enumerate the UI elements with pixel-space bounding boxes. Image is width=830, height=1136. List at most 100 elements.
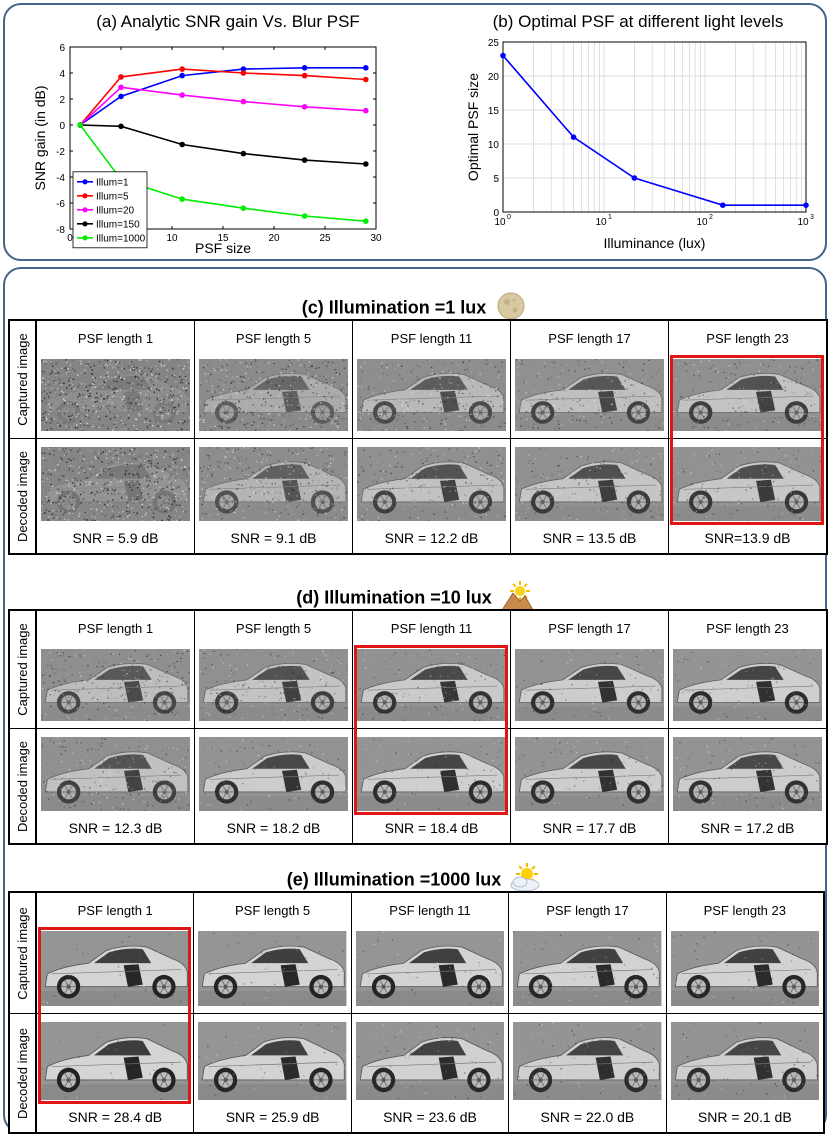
car-image xyxy=(199,737,348,811)
car-image xyxy=(515,447,664,521)
captured-cell: PSF length 23 xyxy=(665,893,823,1014)
column-label: PSF length 17 xyxy=(548,621,631,636)
cloudy-sun-icon xyxy=(509,863,543,898)
captured-cell: PSF length 1 xyxy=(36,611,194,729)
chart-a-ytick-label: -4 xyxy=(56,173,65,184)
chart-a-point xyxy=(118,84,124,91)
decoded-image xyxy=(41,1022,190,1100)
car-image xyxy=(41,737,190,811)
car-image xyxy=(41,649,190,721)
chart-b-point xyxy=(719,202,726,208)
row-label-captured: Captured image xyxy=(10,611,36,729)
decoded-image xyxy=(513,1022,662,1100)
chart-b-ylabel: Optimal PSF size xyxy=(465,73,481,181)
snr-value: SNR = 28.4 dB xyxy=(68,1109,163,1125)
decoded-image xyxy=(673,447,822,521)
car-image xyxy=(670,931,819,1006)
chart-a-point xyxy=(301,65,308,71)
chart-a-series-line xyxy=(79,86,366,126)
chart-a-ytick-label: -6 xyxy=(56,199,65,210)
decoded-cell: SNR = 12.2 dB xyxy=(352,439,510,553)
snr-value: SNR = 13.5 dB xyxy=(542,530,637,546)
chart-a-xlabel: PSF size xyxy=(195,240,251,256)
car-image xyxy=(199,447,348,521)
chart-b-series-line xyxy=(502,55,806,206)
chart-b-xtick-label: 10 xyxy=(797,217,809,228)
decoded-cell: SNR = 22.0 dB xyxy=(508,1014,665,1132)
chart-a-point xyxy=(363,107,369,114)
chart-a-point xyxy=(179,72,185,79)
captured-image xyxy=(670,931,819,1006)
snr-value: SNR = 12.2 dB xyxy=(384,530,479,546)
car-image xyxy=(357,359,506,431)
snr-value: SNR = 20.1 dB xyxy=(697,1109,792,1125)
chart-a-series-line xyxy=(79,124,366,222)
snr-value: SNR=13.9 dB xyxy=(704,530,791,546)
captured-cell: PSF length 5 xyxy=(193,893,351,1014)
car-image xyxy=(357,737,506,811)
chart-a-point xyxy=(179,196,185,202)
car-image xyxy=(355,931,505,1006)
car-image xyxy=(357,649,506,721)
car-image xyxy=(41,931,190,1006)
decoded-image xyxy=(198,1022,347,1100)
decoded-image xyxy=(357,447,506,521)
snr-value: SNR = 25.9 dB xyxy=(225,1109,320,1125)
car-image xyxy=(41,447,190,521)
chart-b-ytick-label: 5 xyxy=(493,174,499,185)
car-image xyxy=(515,649,664,721)
snr-value: SNR = 18.2 dB xyxy=(226,820,321,836)
chart-a-point xyxy=(179,92,185,98)
captured-image xyxy=(41,649,190,721)
chart-b-xtick-label: 10 xyxy=(595,217,607,228)
chart-b: (b) Optimal PSF at different light level… xyxy=(465,12,814,251)
car-image xyxy=(198,931,347,1006)
chart-a-point xyxy=(179,66,185,72)
captured-image xyxy=(355,931,505,1006)
decoded-image xyxy=(41,737,190,811)
chart-a-point xyxy=(118,93,124,100)
row-label-text: Captured image xyxy=(15,623,30,716)
captured-image xyxy=(515,649,664,721)
captured-cell: PSF length 11 xyxy=(350,893,509,1014)
chart-a-point xyxy=(301,213,308,219)
chart-b-ytick-label: 10 xyxy=(488,140,500,151)
chart-a-point xyxy=(118,123,124,130)
row-label-text: Captured image xyxy=(15,906,30,1000)
chart-a-legend-label: Illum=1 xyxy=(96,177,129,188)
row-label-decoded: Decoded image xyxy=(10,1014,36,1132)
column-label: PSF length 1 xyxy=(77,903,153,918)
row-label-captured: Captured image xyxy=(10,321,36,439)
decoded-cell: SNR=13.9 dB xyxy=(668,439,826,553)
decoded-cell: SNR = 12.3 dB xyxy=(36,729,194,843)
captured-cell: PSF length 1 xyxy=(36,893,194,1014)
decoded-cell: SNR = 28.4 dB xyxy=(36,1014,193,1132)
chart-a-point xyxy=(363,218,369,224)
chart-a-xtick-label: 25 xyxy=(319,233,331,244)
captured-image xyxy=(41,359,190,431)
captured-cell: PSF length 17 xyxy=(510,611,668,729)
cloudy-sun-icon xyxy=(510,863,540,892)
column-label: PSF length 23 xyxy=(706,621,789,636)
car-image xyxy=(41,1022,190,1100)
snr-value: SNR = 23.6 dB xyxy=(383,1109,477,1125)
sunset-icon xyxy=(500,581,534,616)
column-label: PSF length 5 xyxy=(235,903,311,918)
column-label: PSF length 5 xyxy=(235,621,312,636)
chart-a-legend-marker xyxy=(82,179,88,185)
chart-a-point xyxy=(363,161,369,167)
sunset-icon xyxy=(501,581,534,611)
chart-a-legend-marker xyxy=(82,221,88,227)
snr-value: SNR = 17.2 dB xyxy=(700,820,795,836)
captured-cell: PSF length 5 xyxy=(194,321,352,439)
chart-a-ytick-label: -2 xyxy=(56,147,65,158)
chart-a-point xyxy=(240,150,247,157)
chart-a-point xyxy=(240,205,247,211)
row-label-captured: Captured image xyxy=(10,893,36,1014)
captured-image xyxy=(515,359,664,431)
column-label: PSF length 1 xyxy=(77,621,154,636)
captured-image xyxy=(198,931,347,1006)
decoded-cell: SNR = 18.2 dB xyxy=(194,729,352,843)
